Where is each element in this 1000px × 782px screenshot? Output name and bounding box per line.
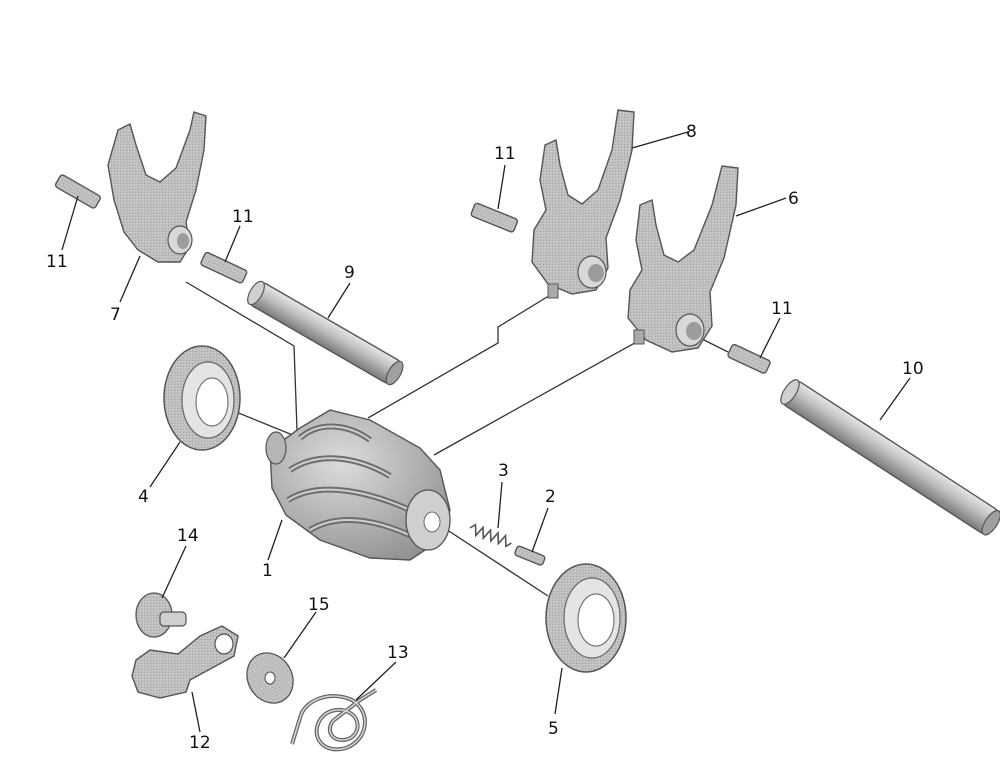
bearing-right [545,563,627,673]
label-part-11-c: 11 [494,144,516,164]
stop-pin [135,592,187,638]
label-part-12: 12 [189,733,211,753]
label-part-11-a: 11 [46,252,68,272]
pin-11b [200,251,248,284]
shift-fork-8 [531,109,635,299]
label-part-14: 14 [177,526,199,546]
shift-drum [265,409,451,561]
label-part-13: 13 [387,643,409,663]
label-part-11-b: 11 [232,207,254,227]
label-part-3: 3 [498,461,509,481]
label-part-6: 6 [788,189,799,209]
label-part-4: 4 [138,487,149,507]
label-part-9: 9 [344,263,355,283]
pin-11c [470,202,519,233]
label-part-7: 7 [110,305,121,325]
leader-lines [61,131,911,733]
shift-lever [131,625,239,699]
bearing-left [163,345,241,451]
shift-fork-left [107,111,207,263]
shaft-long [780,379,1000,536]
shift-fork-6 [627,165,739,353]
label-part-11-d: 11 [771,299,793,319]
label-part-5: 5 [548,719,559,739]
label-part-15: 15 [308,595,330,615]
pin-11a [54,174,101,209]
label-part-1: 1 [262,561,273,581]
pin-11d [727,343,771,374]
label-part-2: 2 [545,487,556,507]
callouts: 1 2 3 4 5 6 7 8 9 10 11 11 11 11 12 13 1… [46,122,924,753]
washer [246,652,294,704]
detent-pin [514,545,546,566]
torsion-spring [290,688,378,752]
shaft-small [247,280,404,386]
label-part-8: 8 [686,122,697,142]
label-part-10: 10 [902,359,924,379]
detent-spring [469,523,512,548]
